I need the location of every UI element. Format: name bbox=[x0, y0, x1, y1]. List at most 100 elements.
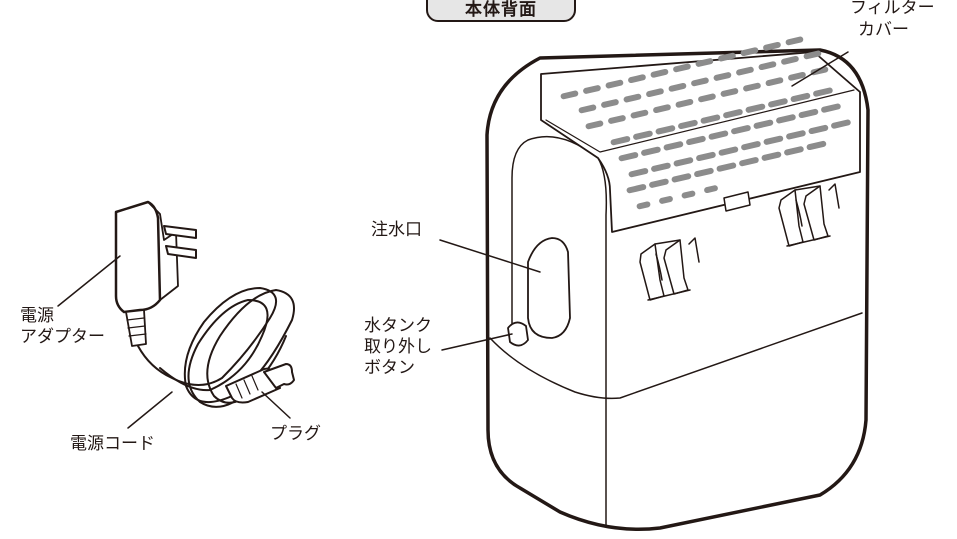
vent-slot bbox=[739, 157, 759, 167]
vent-slot bbox=[628, 74, 646, 84]
vent-slot bbox=[723, 109, 743, 119]
vent-slot bbox=[626, 184, 647, 194]
vent-slot bbox=[651, 162, 671, 172]
vent-slot bbox=[663, 141, 684, 151]
label-adapter-line2: アダプター bbox=[20, 327, 105, 347]
vent-slot bbox=[736, 66, 754, 76]
vent-slot bbox=[781, 55, 799, 65]
filter-cover-edge bbox=[545, 89, 855, 153]
label-adapter-line1: 電源 bbox=[20, 306, 54, 326]
water-inlet-door bbox=[527, 237, 571, 339]
vent-slot bbox=[718, 146, 739, 156]
vent-slot bbox=[698, 93, 716, 103]
vent-slot bbox=[784, 146, 804, 156]
tank-release-button bbox=[507, 321, 529, 347]
adapter-prong-top bbox=[163, 225, 197, 239]
vent-slot bbox=[633, 130, 653, 140]
vent-slot bbox=[671, 173, 692, 183]
label-tank-release-line2: 取り外し bbox=[364, 337, 432, 357]
vent-slot bbox=[605, 79, 624, 89]
vent-slot bbox=[790, 92, 811, 103]
vent-slot bbox=[731, 125, 751, 135]
vent-slot bbox=[659, 196, 673, 204]
plug-tip bbox=[263, 363, 295, 389]
humidifier-body bbox=[485, 48, 870, 532]
vent-slot bbox=[646, 88, 664, 98]
diagram-title: 本体背面 bbox=[465, 0, 537, 20]
label-water-inlet: 注水口 bbox=[371, 220, 422, 240]
vent-slot bbox=[821, 103, 841, 113]
hook-bracket-right bbox=[778, 183, 840, 247]
vent-slot bbox=[831, 119, 851, 129]
vent-slot bbox=[641, 146, 661, 156]
vent-slot bbox=[585, 120, 604, 130]
vent-slot bbox=[763, 135, 784, 145]
vent-slot bbox=[696, 151, 716, 162]
vent-slot bbox=[601, 99, 619, 108]
hook-bracket-left bbox=[639, 237, 700, 301]
vent-slot bbox=[716, 162, 737, 172]
vent-slot bbox=[718, 52, 736, 62]
vent-slot bbox=[798, 108, 819, 119]
title-badge: 本体背面 bbox=[426, 0, 576, 22]
label-tank-release-line1: 水タンク bbox=[364, 316, 432, 336]
leader-tank-release bbox=[441, 333, 513, 351]
vent-slot bbox=[695, 58, 714, 67]
vent-slot bbox=[673, 63, 691, 73]
vent-slot bbox=[776, 114, 796, 124]
leader-lines bbox=[57, 51, 849, 429]
vent-slot bbox=[720, 88, 739, 97]
vent-slot bbox=[650, 68, 669, 78]
vent-slot bbox=[741, 141, 761, 151]
vent-slot bbox=[691, 77, 709, 87]
vent-slot bbox=[583, 85, 601, 94]
vent-slot bbox=[808, 124, 829, 135]
vent-slot bbox=[700, 114, 721, 124]
vent-slot bbox=[655, 125, 676, 135]
vent-slot bbox=[806, 140, 827, 151]
vent-slot bbox=[678, 119, 698, 130]
vent-slot bbox=[763, 41, 781, 51]
vent-slot bbox=[636, 201, 651, 210]
vent-slot bbox=[810, 66, 829, 76]
tank-seam bbox=[489, 312, 863, 400]
leader-adapter bbox=[57, 255, 121, 307]
leader-plug bbox=[261, 391, 291, 419]
vent-slot bbox=[578, 104, 597, 114]
vent-slot bbox=[753, 119, 774, 129]
vent-slot bbox=[813, 87, 833, 97]
vent-slot bbox=[704, 185, 718, 194]
adapter-prong-bottom bbox=[165, 245, 197, 259]
vent-slot bbox=[668, 82, 687, 92]
vent-slot bbox=[630, 109, 649, 119]
vent-slot bbox=[758, 61, 777, 71]
vent-slot bbox=[768, 98, 788, 108]
cover-latch bbox=[723, 191, 751, 212]
vent-slot bbox=[803, 50, 822, 60]
plug-body bbox=[225, 367, 281, 404]
vent-slot bbox=[743, 82, 761, 92]
filter-vent-slots bbox=[560, 36, 851, 210]
label-filter-cover-line1: フィルター bbox=[850, 0, 935, 18]
adapter-body bbox=[114, 200, 162, 314]
label-tank-release-line3: ボタン bbox=[364, 358, 415, 378]
vent-slot bbox=[649, 178, 669, 188]
leader-filter-cover bbox=[791, 51, 849, 87]
vent-slot bbox=[765, 77, 784, 87]
vent-slot bbox=[681, 190, 696, 199]
vent-slot bbox=[713, 72, 732, 81]
leader-water-inlet bbox=[439, 239, 541, 273]
leader-power-cord bbox=[127, 391, 173, 429]
vent-slot bbox=[761, 151, 782, 161]
vent-slot bbox=[708, 130, 729, 140]
vent-slot bbox=[694, 167, 714, 178]
vent-slot bbox=[628, 168, 649, 178]
label-power-cord: 電源コード bbox=[70, 434, 155, 454]
vent-slot bbox=[618, 152, 639, 162]
vent-slot bbox=[560, 90, 579, 100]
vent-slot bbox=[610, 136, 631, 146]
vent-slot bbox=[675, 98, 694, 108]
label-plug: プラグ bbox=[270, 424, 321, 444]
vent-slot bbox=[608, 115, 626, 124]
